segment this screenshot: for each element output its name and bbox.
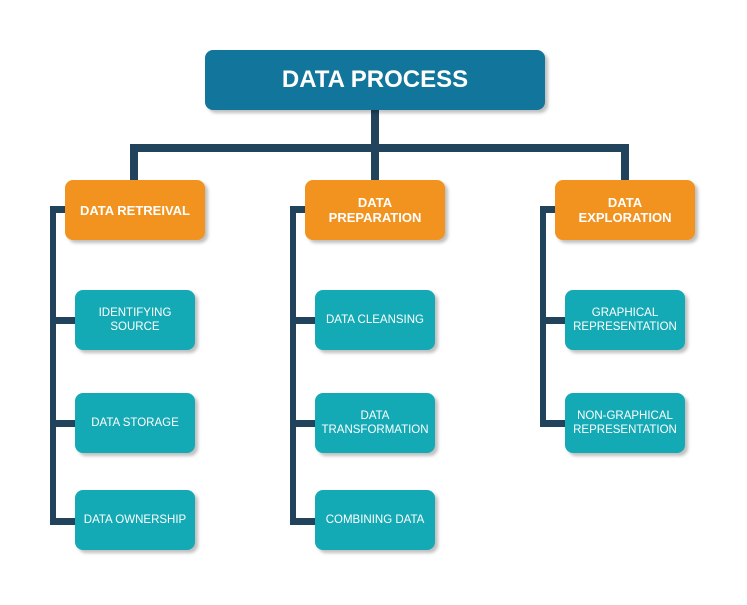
connector <box>50 206 56 525</box>
connector <box>130 144 138 182</box>
connector <box>540 206 546 427</box>
connector <box>290 317 317 324</box>
connector <box>130 144 629 152</box>
leaf-node: DATA STORAGE <box>75 393 195 453</box>
connector <box>50 317 77 324</box>
connector <box>290 206 307 213</box>
leaf-node: COMBINING DATA <box>315 490 435 550</box>
category-node-retrieval: DATA RETREIVAL <box>65 180 205 240</box>
connector <box>540 317 567 324</box>
connector <box>621 144 629 182</box>
root-node: DATA PROCESS <box>205 50 545 110</box>
connector <box>290 518 317 525</box>
connector <box>290 206 296 525</box>
leaf-node: DATA CLEANSING <box>315 290 435 350</box>
leaf-node: DATA OWNERSHIP <box>75 490 195 550</box>
connector <box>290 420 317 427</box>
leaf-node: DATA TRANSFORMATION <box>315 393 435 453</box>
category-node-preparation: DATA PREPARATION <box>305 180 445 240</box>
connector <box>540 206 557 213</box>
connector <box>540 420 567 427</box>
connector <box>371 144 379 182</box>
category-node-exploration: DATA EXPLORATION <box>555 180 695 240</box>
connector <box>50 206 67 213</box>
connector <box>371 108 379 152</box>
leaf-node: GRAPHICAL REPRESENTATION <box>565 290 685 350</box>
leaf-node: IDENTIFYING SOURCE <box>75 290 195 350</box>
leaf-node: NON-GRAPHICAL REPRESENTATION <box>565 393 685 453</box>
connector <box>50 420 77 427</box>
connector <box>50 518 77 525</box>
